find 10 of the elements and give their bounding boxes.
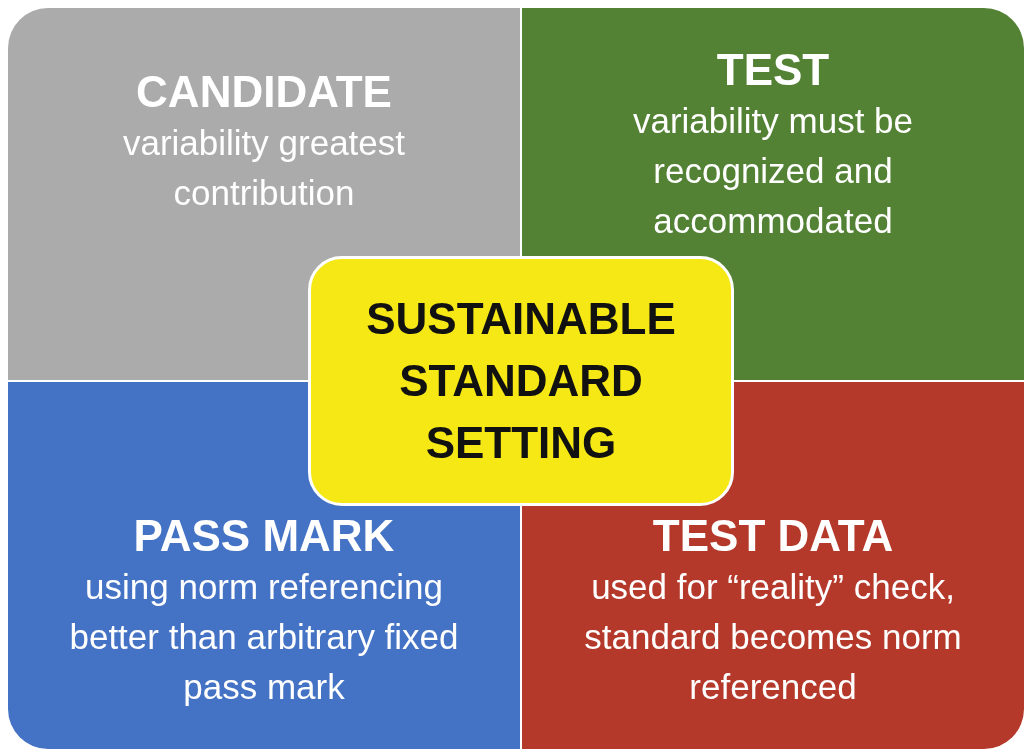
quadrant-text: used for “reality” check, standard becomes norm referenced <box>583 566 963 708</box>
center-box <box>308 256 734 506</box>
quadrant-text: variability greatest contribution <box>121 122 407 214</box>
center-title: SUSTAINABLE STANDARD SETTING <box>365 293 677 469</box>
quadrant-heading: PASS MARK <box>132 510 396 562</box>
quadrant-text: variability must be recognized and accommodated <box>631 100 915 242</box>
quadrant-text: using norm referencing better than arbitrary fixed pass mark <box>68 566 460 708</box>
quadrant-heading: TEST DATA <box>651 510 895 562</box>
quadrant-heading: TEST <box>715 44 831 96</box>
quadrant-heading: CANDIDATE <box>135 66 393 118</box>
